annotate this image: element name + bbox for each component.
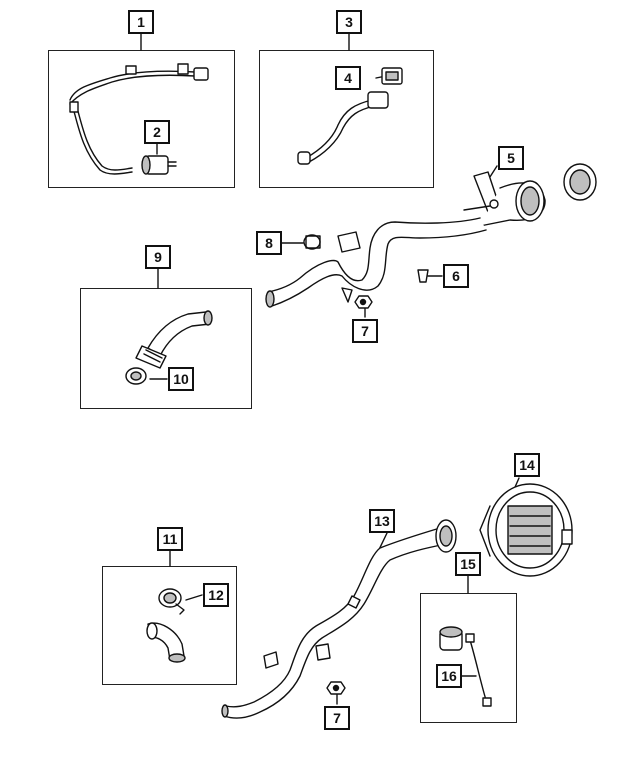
callout-3: 3 (336, 10, 362, 34)
hose-clamp-icon-lower (158, 588, 185, 615)
fuel-door-housing-icon (479, 483, 573, 577)
callout-13: 13 (369, 509, 395, 533)
fuel-filler-tube-upper-icon (265, 217, 487, 308)
hose-kit-icon-lower (146, 622, 186, 663)
fuel-filler-tube-icon (221, 519, 457, 719)
wiring-harness-icon (69, 63, 209, 175)
clip-icon (417, 269, 429, 283)
callout-4: 4 (335, 66, 361, 90)
group-box-9 (80, 288, 252, 409)
clamp-icon (303, 234, 321, 250)
nut-icon (354, 295, 373, 309)
callout-6: 6 (443, 264, 469, 288)
callout-14: 14 (514, 453, 540, 477)
callout-16: 16 (436, 664, 462, 688)
hose-assembly-icon (297, 91, 389, 165)
vent-valve-icon (141, 155, 177, 175)
callout-7-lower: 7 (324, 706, 350, 730)
fuel-door-actuator-icon (439, 626, 463, 651)
callout-2: 2 (144, 120, 170, 144)
callout-15: 15 (455, 552, 481, 576)
nut-icon-lower (326, 681, 346, 695)
leader-lines (140, 33, 520, 705)
group-box-3 (259, 50, 434, 188)
callout-7-upper: 7 (352, 319, 378, 343)
callout-12: 12 (203, 583, 229, 607)
actuator-harness-icon (465, 633, 492, 707)
group-box-15 (420, 593, 517, 723)
callout-11: 11 (157, 527, 183, 551)
hose-kit-icon (135, 310, 213, 369)
callout-5: 5 (498, 146, 524, 170)
callout-1: 1 (128, 10, 154, 34)
callout-8: 8 (256, 231, 282, 255)
hose-clamp-icon (125, 367, 147, 385)
callout-10: 10 (168, 367, 194, 391)
connector-icon (381, 67, 403, 85)
group-box-11 (102, 566, 237, 685)
fuel-filler-neck-icon (463, 163, 597, 227)
callout-9: 9 (145, 245, 171, 269)
group-box-1 (48, 50, 235, 188)
